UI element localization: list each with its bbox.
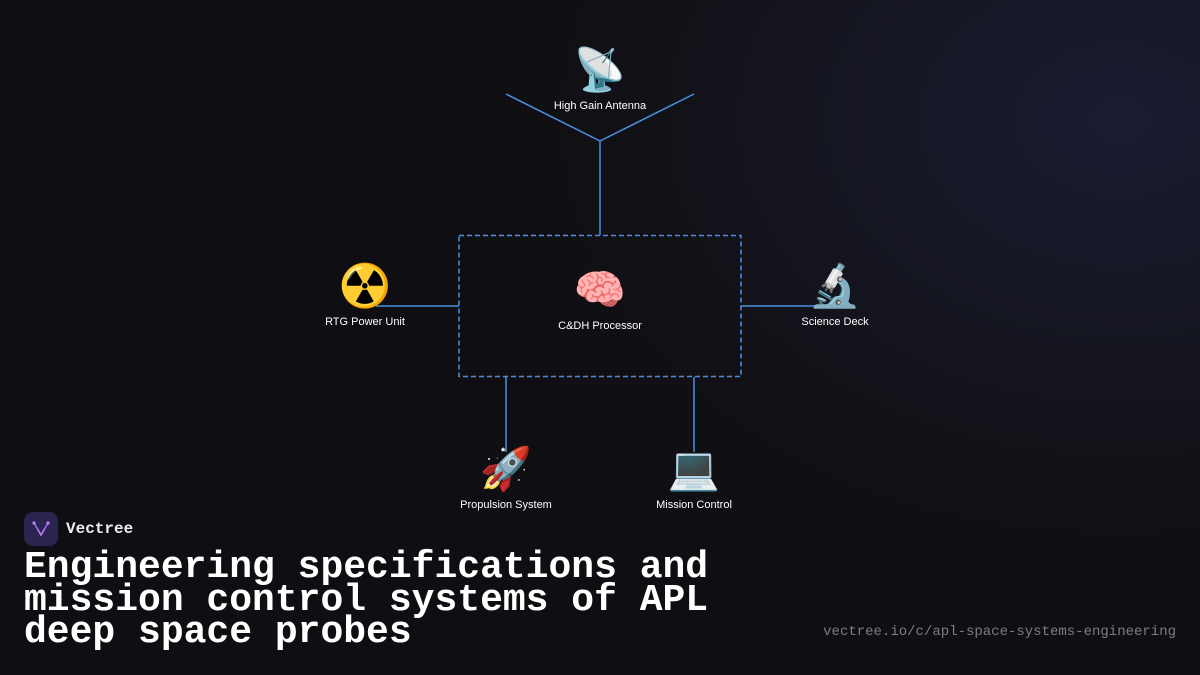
node-propulsion-system: 🚀 Propulsion System	[426, 444, 586, 512]
vectree-logo-icon	[24, 512, 58, 546]
node-label: Propulsion System	[460, 499, 552, 511]
node-label: RTG Power Unit	[325, 316, 405, 328]
node-high-gain-antenna: 📡 High Gain Antenna	[520, 45, 680, 113]
brain-icon: 🧠	[573, 265, 627, 314]
processor-boundary-box	[458, 234, 742, 378]
node-label: C&DH Processor	[558, 320, 642, 332]
node-cdh-processor: 🧠 C&DH Processor	[520, 265, 680, 333]
laptop-icon: 💻	[667, 444, 721, 493]
connector-antenna-left	[505, 93, 601, 142]
connector-antenna-right	[599, 93, 695, 142]
node-label: Mission Control	[656, 499, 732, 511]
radioactive-icon: ☢️	[338, 261, 392, 310]
node-label: High Gain Antenna	[553, 100, 647, 112]
page-title: Engineering specifications and mission c…	[24, 546, 709, 654]
page-url[interactable]: vectree.io/c/apl-space-systems-engineeri…	[823, 624, 1176, 640]
node-rtg-power-unit: ☢️ RTG Power Unit	[285, 261, 445, 329]
node-science-deck: 🔬 Science Deck	[755, 261, 915, 329]
satellite-antenna-icon: 📡	[573, 45, 627, 94]
rocket-icon: 🚀	[479, 444, 533, 493]
brand: Vectree	[24, 512, 133, 546]
node-mission-control: 💻 Mission Control	[614, 444, 774, 512]
node-label: Science Deck	[801, 316, 869, 328]
microscope-icon: 🔬	[808, 261, 862, 310]
brand-name: Vectree	[66, 520, 134, 538]
